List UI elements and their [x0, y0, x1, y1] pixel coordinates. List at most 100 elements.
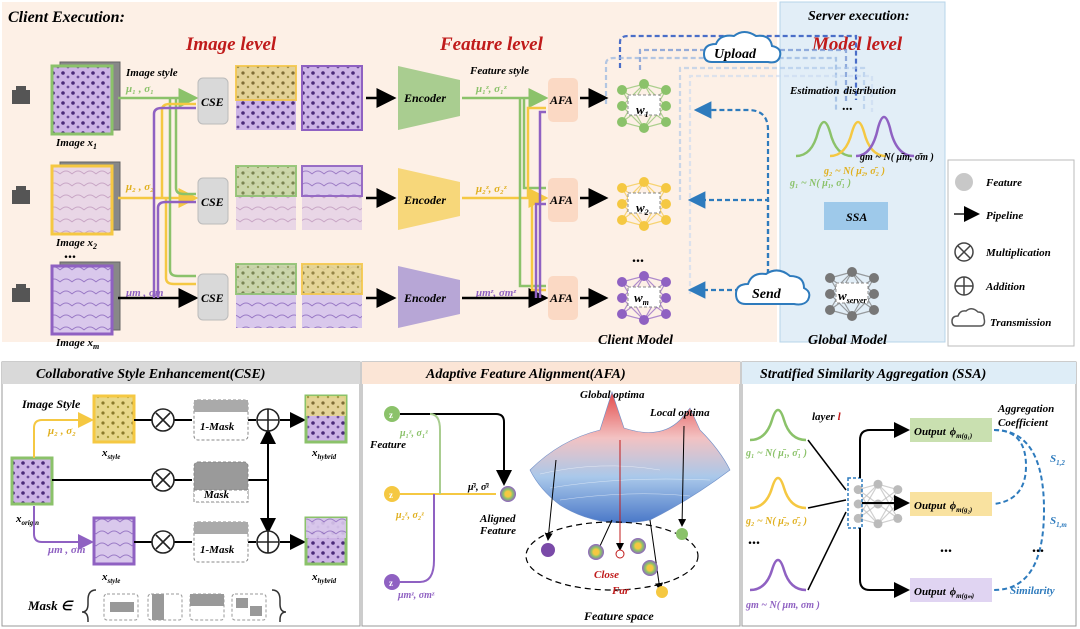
network-node	[873, 479, 883, 489]
dist-g1: g₁ ~ N( μ̄₁, σ̄₁ )	[789, 178, 851, 189]
afa-stats-bar: μ̄ᶻ, σ̄ᶻ	[467, 482, 489, 493]
coefficient-label: Coefficient	[998, 417, 1049, 429]
svg-text:Send: Send	[752, 287, 782, 302]
network-node	[617, 309, 627, 319]
cse-x-origin-image	[10, 456, 54, 506]
network-node	[617, 85, 627, 95]
network-node	[825, 273, 835, 283]
svg-text:CSE: CSE	[201, 291, 224, 305]
svg-text:1-Mask: 1-Mask	[200, 421, 235, 433]
style-2: μ₂ , σ₂	[125, 181, 154, 193]
ssa-gm: gm ~ N( μm, σm )	[745, 600, 820, 611]
transmission-legend-icon	[951, 308, 986, 327]
aligned-label-1: Aligned	[479, 513, 516, 525]
afa-box-m: AFA	[548, 276, 578, 320]
svg-text:Feature: Feature	[985, 177, 1022, 189]
image-label-1: Image x1	[55, 137, 97, 151]
network-node	[639, 221, 649, 231]
mask-set-label: Mask ∈	[27, 598, 74, 613]
encoder-2: Encoder	[398, 168, 460, 230]
svg-text:Multiplication: Multiplication	[985, 247, 1051, 259]
legend: Feature Pipeline Multiplication Addition…	[947, 159, 1075, 347]
cse-image-style: Image Style	[21, 397, 81, 411]
feat-style-m: μmᶻ, σmᶻ	[475, 287, 516, 299]
cse-mult-icon	[151, 408, 175, 554]
hospital-icon	[12, 86, 30, 302]
ssa-dots-right: ...	[1032, 539, 1044, 556]
style-1: μ₁ , σ₁	[125, 83, 154, 95]
svg-text:Pipeline: Pipeline	[986, 210, 1023, 222]
network-node	[639, 271, 649, 281]
ssa-distributions	[749, 408, 807, 592]
network-node	[661, 117, 671, 127]
afa-stats-m: μmᶻ, σmᶻ	[397, 590, 435, 601]
aggregation-label: Aggregation	[997, 403, 1054, 415]
wm-label: wm	[634, 290, 649, 307]
network-node	[661, 215, 671, 225]
image-label-m: Image xm	[55, 337, 99, 351]
feature-point-purple	[541, 543, 555, 557]
svg-text:AFA: AFA	[549, 291, 573, 305]
s12-label: S1,2	[1050, 453, 1065, 467]
client-execution-title: Client Execution:	[8, 9, 125, 26]
client-model-label: Client Model	[598, 333, 673, 348]
aligned-point-1	[588, 544, 604, 560]
global-optima-label: Global optima	[580, 389, 645, 401]
feature-landscape	[529, 391, 731, 524]
network-dots: ...	[632, 249, 644, 266]
ssa-panel-title: Stratified Similarity Aggregation (SSA)	[760, 367, 986, 382]
network-node	[893, 513, 903, 523]
network-node	[869, 273, 879, 283]
similarity-label: Similarity	[1010, 585, 1055, 597]
dist-gm: gm ~ N( μ̄m, σ̄m )	[859, 152, 934, 163]
server-distributions	[795, 115, 915, 158]
feature-point-green	[676, 528, 688, 540]
network-node	[617, 293, 627, 303]
image-dots: ...	[64, 245, 76, 262]
cse-panel	[1, 361, 361, 627]
ssa-layer-box	[847, 477, 863, 529]
cse-box-1: CSE	[197, 77, 229, 125]
zm-node	[384, 574, 400, 590]
svg-text:z: z	[389, 490, 393, 500]
mask-set	[81, 589, 287, 622]
network-node	[825, 289, 835, 299]
network-node	[661, 199, 671, 209]
cse-x-style-bottom: xstyle	[101, 571, 120, 585]
afa-box-1: AFA	[548, 78, 578, 122]
close-label: Close	[594, 569, 619, 581]
cse-x-style-bottom-image	[92, 516, 136, 566]
feat-style-1: μ₁ᶻ, σ₁ᶻ	[475, 83, 507, 95]
w2-label: w2	[636, 200, 649, 217]
svg-text:z: z	[389, 578, 393, 588]
hybrid-images-2	[235, 165, 363, 230]
svg-text:SSA: SSA	[846, 210, 867, 224]
multiplication-legend-icon	[954, 242, 974, 262]
encoder-1: Encoder	[398, 66, 460, 130]
network-node	[873, 519, 883, 529]
afa-stats-2: μ₂ᶻ, σ₂ᶻ	[395, 510, 424, 521]
svg-text:Addition: Addition	[985, 281, 1025, 293]
network-node	[617, 101, 627, 111]
cse-style-bottom: μm , σm	[47, 544, 86, 556]
feature-level-title: Feature level	[439, 34, 544, 55]
mask-box: Mask	[193, 461, 249, 503]
w1-label: w1	[636, 102, 649, 119]
image-label-2: Image x2	[55, 237, 97, 251]
svg-text:1-Mask: 1-Mask	[200, 544, 235, 556]
network-node	[639, 123, 649, 133]
upload-cloud: Upload	[702, 31, 782, 64]
afa-panel-title: Adaptive Feature Alignment(AFA)	[425, 367, 626, 382]
one-mask-box-top: 1-Mask	[193, 399, 249, 441]
network-node	[893, 485, 903, 495]
afa-feature-label: Feature	[369, 439, 406, 451]
network-node	[661, 101, 671, 111]
cse-x-style-top: xstyle	[101, 447, 120, 461]
network-node	[661, 183, 671, 193]
network-node	[853, 513, 863, 523]
aligned-point-2	[630, 538, 646, 554]
network-node	[869, 305, 879, 315]
